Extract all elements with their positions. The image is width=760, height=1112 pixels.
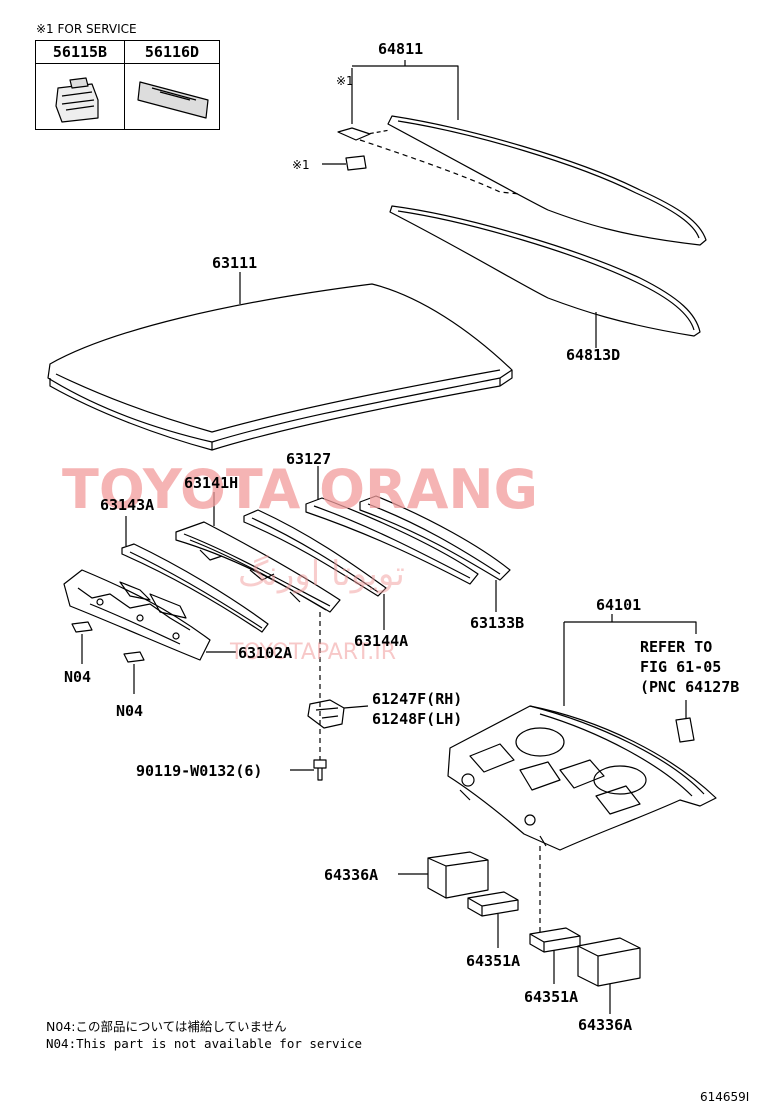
service-box-header: ※1 FOR SERVICE [36,22,137,36]
foam-block-64336a-2 [577,937,641,987]
weatherstrip [389,205,701,337]
label-63141h: 63141H [184,474,239,492]
rear-window-glass [387,115,707,246]
service-box-divider-h [36,63,219,64]
label-64351a-1: 64351A [466,952,521,970]
label-64813d: 64813D [566,346,621,364]
roof-bow-63144a [243,509,387,597]
note-japanese: N04:この部品については補給していません [46,1019,287,1034]
clip-56115b-drawing [55,77,99,123]
roof-bow-63127 [305,497,479,585]
watermark-site: TOYOTAPART.IR [230,640,397,665]
figure-id: 614659I [700,1090,750,1104]
roof-bow-63143a [121,543,269,633]
front-header-panel [63,569,211,661]
label-64811: 64811 [378,40,424,58]
label-refer-3: (PNC 64127B [640,678,740,696]
service-part-1: 56115B [52,43,108,61]
label-64336a-1: 64336A [324,866,379,884]
label-63111: 63111 [212,254,258,272]
label-star-1a: ※1 [336,74,354,88]
foam-block-64351a-1 [467,891,519,917]
service-box: 56115B 56116D [35,40,220,130]
label-63143a: 63143A [100,496,155,514]
label-90119: 90119-W0132(6) [136,762,263,780]
label-star-1b: ※1 [292,158,310,172]
package-tray [447,705,717,851]
label-61247f: 61247F(RH) [372,690,463,708]
watermark-arabic: تویوتا اورنگ [238,554,405,594]
watermark-main: TOYOTA ORANG [62,458,538,521]
roof-panel [47,283,513,451]
label-refer-2: FIG 61-05 [640,658,722,676]
service-box-divider-v [124,41,125,129]
label-64101: 64101 [596,596,642,614]
service-part-2: 56116D [144,43,200,61]
note-english: N04:This part is not available for servi… [46,1036,363,1051]
label-n04-a: N04 [64,668,92,686]
label-refer-1: REFER TO [640,638,713,656]
roof-bow-63133b [359,495,511,581]
label-63102a: 63102A [238,644,293,662]
label-61248f: 61248F(LH) [372,710,463,728]
label-64351a-2: 64351A [524,988,579,1006]
label-n04-b: N04 [116,702,144,720]
roof-bow-63141h [175,521,341,613]
label-64336a-2: 64336A [578,1016,633,1034]
label-63144a: 63144A [354,632,409,650]
foam-block-64336a-1 [427,851,489,899]
clip-56116d-drawing [137,81,209,119]
label-63133b: 63133B [470,614,525,632]
label-63127: 63127 [286,450,332,468]
foam-block-64351a-2 [529,927,581,953]
